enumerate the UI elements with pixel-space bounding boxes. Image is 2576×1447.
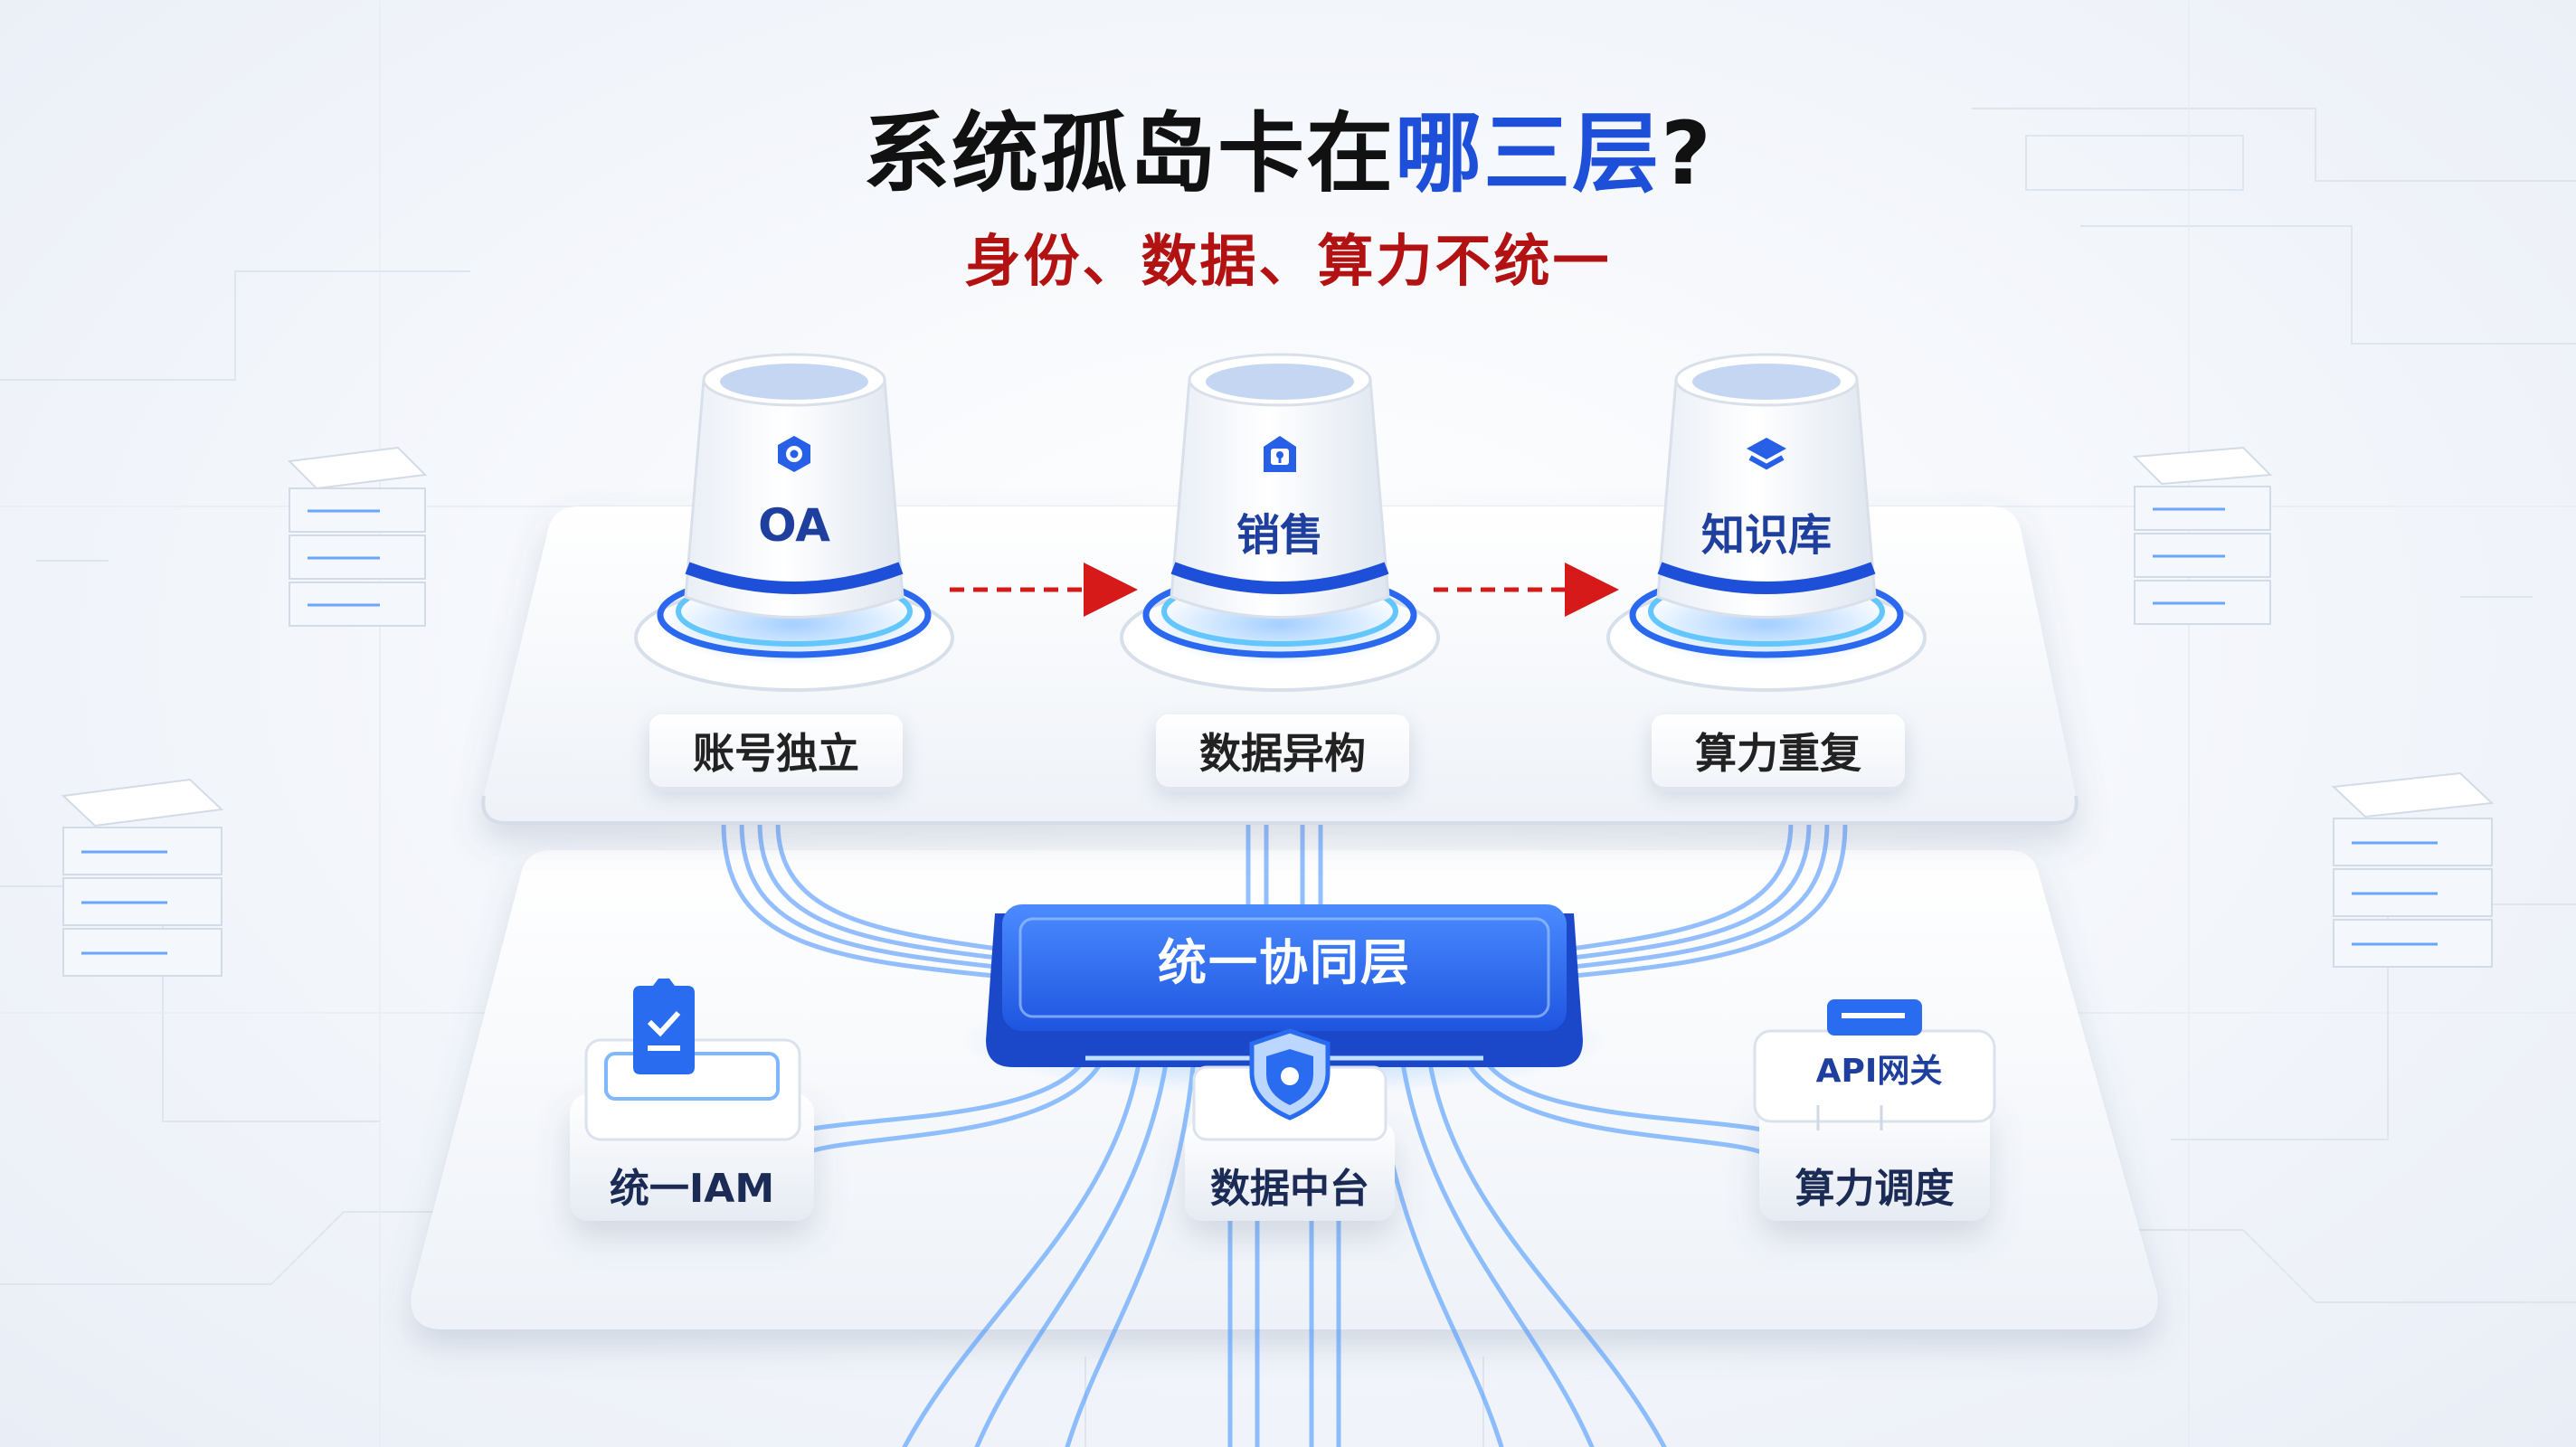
module-data-hub xyxy=(1185,1028,1395,1221)
module-compute xyxy=(1753,999,1996,1221)
api-gateway-label: API网关 xyxy=(1815,1053,1943,1090)
shield-icon xyxy=(1249,1028,1331,1121)
silo-cup-knowledge xyxy=(1606,353,1927,692)
silo-cup-sales xyxy=(1120,353,1440,692)
issue-tag-compute: 算力重复 xyxy=(1652,714,1905,787)
title-highlight: 哪三层 xyxy=(1395,103,1662,204)
issue-tag-account: 账号独立 xyxy=(649,714,903,787)
silo-label-sales: 销售 xyxy=(1236,510,1323,561)
server-rack-left-top xyxy=(287,446,428,627)
layers-icon xyxy=(1747,438,1786,470)
module-iam xyxy=(570,979,814,1221)
silo-label-oa: OA xyxy=(758,499,830,552)
title-main: 系统孤岛卡在 xyxy=(863,103,1396,204)
server-rack-right-bottom xyxy=(2331,771,2495,968)
module-label-data-hub: 数据中台 xyxy=(1210,1166,1369,1212)
issue-tag-data: 数据异构 xyxy=(1156,714,1409,787)
hexagon-chat-icon xyxy=(778,436,810,472)
server-rack-right-top xyxy=(2132,446,2273,625)
page-subtitle: 身份、数据、算力不统一 xyxy=(964,228,1612,294)
silo-cup-oa xyxy=(634,353,954,692)
silo-label-knowledge: 知识库 xyxy=(1700,510,1832,561)
title-end: ? xyxy=(1661,103,1713,204)
module-label-compute: 算力调度 xyxy=(1795,1166,1955,1212)
module-label-iam: 统一IAM xyxy=(609,1166,775,1212)
hub-label: 统一协同层 xyxy=(1158,934,1411,991)
server-rack-left-bottom xyxy=(61,778,224,977)
clipboard-check-icon xyxy=(633,979,695,1074)
lock-house-icon xyxy=(1264,436,1296,472)
page-title: 系统孤岛卡在哪三层? xyxy=(0,83,2576,209)
